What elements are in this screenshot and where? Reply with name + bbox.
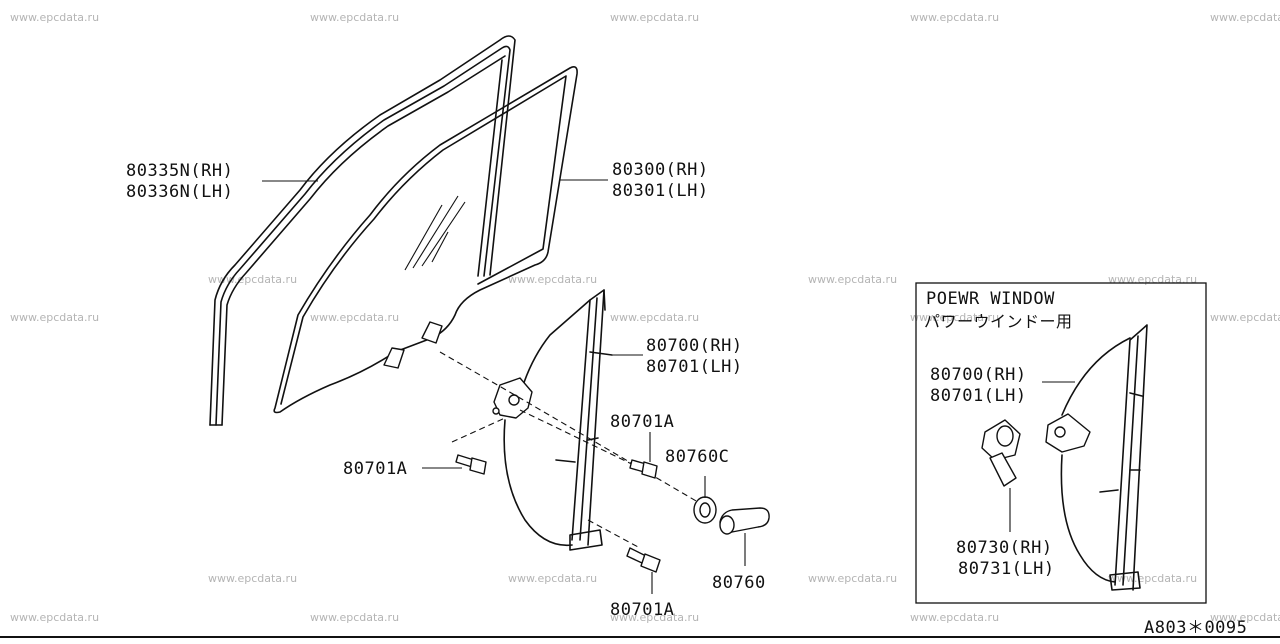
watermark: www.epcdata.ru bbox=[610, 11, 699, 24]
watermark: www.epcdata.ru bbox=[10, 611, 99, 624]
watermark: www.epcdata.ru bbox=[310, 11, 399, 24]
window-regulator bbox=[492, 289, 613, 551]
inset-subtitle: パワーウインドー用 bbox=[924, 312, 1073, 331]
watermark: www.epcdata.ru bbox=[610, 311, 699, 324]
watermark: www.epcdata.ru bbox=[1210, 11, 1280, 24]
inset-label-motor-lh: 80731(LH) bbox=[958, 559, 1055, 579]
watermark: www.epcdata.ru bbox=[910, 311, 999, 324]
bolt-left bbox=[455, 454, 487, 475]
inset-label-motor-rh: 80730(RH) bbox=[956, 538, 1053, 558]
label-door-glass-lh: 80301(LH) bbox=[612, 181, 709, 201]
watermark: www.epcdata.ru bbox=[1210, 311, 1280, 324]
inset-label-regulator-lh: 80701(LH) bbox=[930, 386, 1027, 406]
watermark: www.epcdata.ru bbox=[808, 273, 897, 286]
label-bolt-left: 80701A bbox=[343, 459, 407, 479]
label-glass-run-rh: 80335N(RH) bbox=[126, 161, 233, 181]
inset-label-regulator-rh: 80700(RH) bbox=[930, 365, 1027, 385]
watermark: www.epcdata.ru bbox=[208, 572, 297, 585]
leader-lines bbox=[262, 179, 746, 594]
regulator-handle bbox=[719, 507, 770, 535]
label-bolt-bottom: 80701A bbox=[610, 600, 674, 620]
window-motor bbox=[981, 419, 1021, 487]
watermark: www.epcdata.ru bbox=[910, 611, 999, 624]
watermark: www.epcdata.ru bbox=[310, 311, 399, 324]
label-regulator-rh: 80700(RH) bbox=[646, 336, 743, 356]
label-bolt-mid: 80701A bbox=[610, 412, 674, 432]
glass-run-channel bbox=[209, 35, 516, 426]
watermark: www.epcdata.ru bbox=[610, 611, 699, 624]
watermark: www.epcdata.ru bbox=[1210, 611, 1280, 624]
watermark: www.epcdata.ru bbox=[508, 572, 597, 585]
bolt-bottom bbox=[626, 547, 661, 573]
watermark: www.epcdata.ru bbox=[1108, 572, 1197, 585]
glass-clips bbox=[383, 321, 443, 369]
label-door-glass-rh: 80300(RH) bbox=[612, 160, 709, 180]
watermark: www.epcdata.ru bbox=[508, 273, 597, 286]
label-handle: 80760 bbox=[712, 573, 766, 593]
watermark: www.epcdata.ru bbox=[910, 11, 999, 24]
diagram-code: A803＊0095 bbox=[1144, 618, 1247, 638]
watermark: www.epcdata.ru bbox=[310, 611, 399, 624]
bolt-middle bbox=[629, 459, 658, 479]
label-regulator-lh: 80701(LH) bbox=[646, 357, 743, 377]
washer bbox=[693, 496, 717, 524]
inset-regulator bbox=[1045, 324, 1148, 591]
inset-title: POEWR WINDOW bbox=[926, 289, 1055, 309]
door-glass bbox=[273, 66, 578, 414]
power-window-inset: POEWR WINDOW パワーウインドー用 80700(RH) 80701(L… bbox=[915, 282, 1207, 604]
watermark-layer: www.epcdata.ru www.epcdata.ru www.epcdat… bbox=[10, 11, 1280, 624]
label-glass-run-lh: 80336N(LH) bbox=[126, 182, 233, 202]
watermark: www.epcdata.ru bbox=[10, 11, 99, 24]
inset-frame bbox=[915, 282, 1207, 604]
label-washer: 80760C bbox=[665, 447, 729, 467]
part-labels: 80335N(RH) 80336N(LH) 80300(RH) 80301(LH… bbox=[126, 160, 766, 620]
watermark: www.epcdata.ru bbox=[808, 572, 897, 585]
watermark: www.epcdata.ru bbox=[10, 311, 99, 324]
watermark: www.epcdata.ru bbox=[1108, 273, 1197, 286]
